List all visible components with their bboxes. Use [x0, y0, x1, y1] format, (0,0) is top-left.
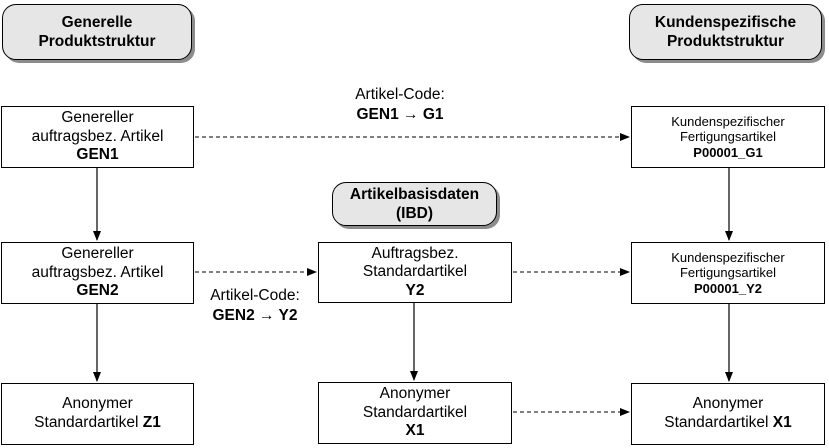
article-code-label-gen2: Artikel-Code: GEN2 → Y2	[210, 287, 300, 325]
arrow-right-icon: →	[259, 307, 275, 325]
node-y2: Auftragsbez. Standardartikel Y2	[318, 242, 512, 303]
node-x1-middle: Anonymer Standardartikel X1	[318, 382, 512, 444]
header-customer-structure: Kundenspezifische Produktstruktur	[629, 4, 822, 60]
header-generic-structure: Generelle Produktstruktur	[2, 4, 192, 60]
node-z1: Anonymer Standardartikel Z1	[1, 383, 194, 445]
node-x1-right: Anonymer Standardartikel X1	[631, 383, 825, 445]
node-p00001-y2: Kundenspezifischer Fertigungsartikel P00…	[631, 242, 825, 304]
article-code-label-gen1: Artikel-Code: GEN1 → G1	[355, 86, 445, 124]
node-gen1: Genereller auftragsbez. Artikel GEN1	[1, 106, 194, 168]
header-article-base-data: Artikelbasisdaten (IBD)	[332, 182, 497, 226]
node-p00001-g1: Kundenspezifischer Fertigungsartikel P00…	[631, 106, 825, 168]
node-gen2: Genereller auftragsbez. Artikel GEN2	[1, 242, 194, 304]
arrow-right-icon: →	[403, 106, 419, 124]
